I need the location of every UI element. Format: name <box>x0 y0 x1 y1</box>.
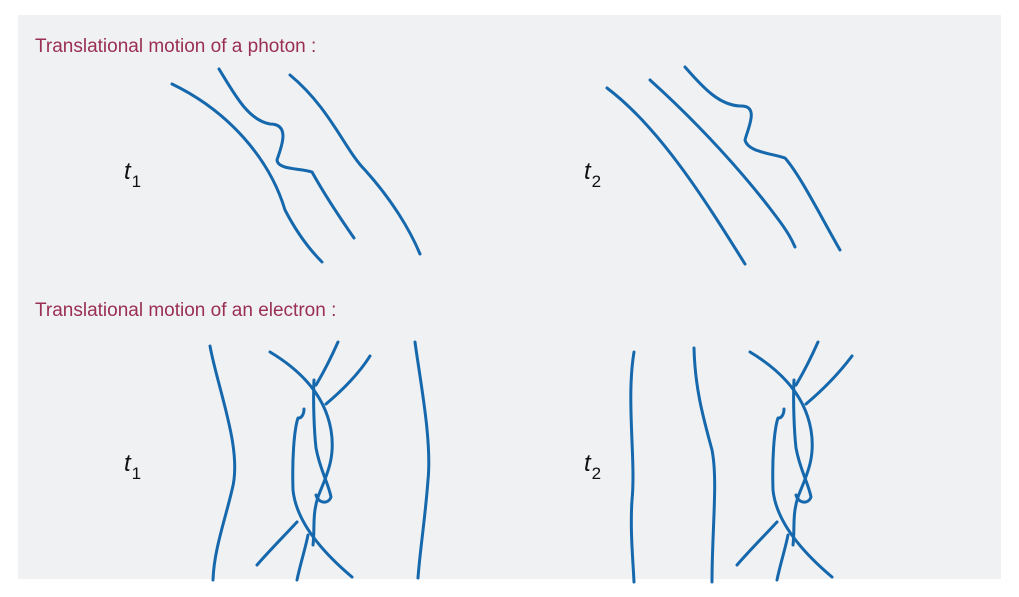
electron-t2-braid-e <box>796 342 818 385</box>
electron-t2-strands <box>631 342 852 582</box>
electron-t1-braid-f <box>326 356 370 404</box>
electron-t2-braid-d <box>779 409 784 418</box>
electron-t1-braid-c <box>293 418 352 577</box>
electron-t2-braid-f <box>806 356 852 404</box>
electron-t1-braid-e <box>316 342 338 385</box>
electron-t2-braid-h <box>777 535 788 580</box>
electron-t1-strand-left <box>210 346 235 580</box>
electron-t2-braid-g <box>737 522 777 565</box>
electron-t1-braid-d <box>299 409 304 418</box>
electron-t2-strand-middle <box>694 348 715 582</box>
electron-t2-braid-c <box>773 418 832 577</box>
photon-t2-strands <box>607 67 840 264</box>
photon-t2-strand-left <box>607 88 745 264</box>
electron-t1-braid-h <box>297 535 308 580</box>
electron-t1-strands <box>210 342 429 580</box>
photon-t2-strand-wavy <box>685 67 840 250</box>
electron-t1-braid-g <box>257 522 297 565</box>
photon-t1-strand-right <box>290 75 420 254</box>
electron-t1-strand-right <box>415 342 429 578</box>
electron-t2-strand-left <box>631 352 634 582</box>
photon-t2-strand-middle <box>650 80 795 247</box>
photon-t1-strands <box>172 69 420 262</box>
